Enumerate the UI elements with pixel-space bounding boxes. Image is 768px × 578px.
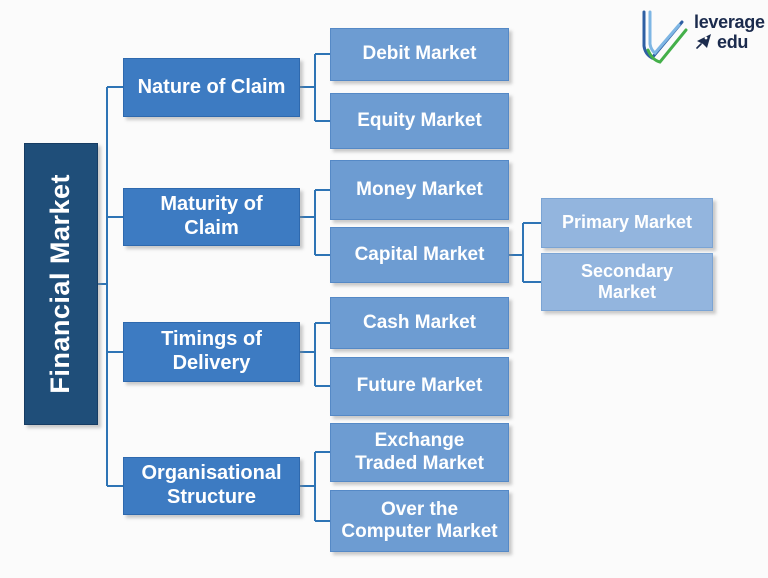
logo-book-icon <box>642 10 688 64</box>
node-exchange-traded-market: Exchange Traded Market <box>330 423 509 482</box>
logo-wordmark-edu: edu <box>717 32 749 52</box>
node-label: Money Market <box>356 178 483 200</box>
node-nature-of-claim: Nature of Claim <box>123 58 300 117</box>
node-equity-market: Equity Market <box>330 93 509 149</box>
node-over-the-computer-market: Over the Computer Market <box>330 490 509 552</box>
node-label: Nature of Claim <box>137 75 286 98</box>
node-label: Exchange Traded Market <box>355 430 484 474</box>
node-future-market: Future Market <box>330 357 509 416</box>
logo-text: leverage edu <box>694 8 765 52</box>
node-label: Organisational Structure <box>141 462 282 508</box>
rocket-icon <box>696 34 711 49</box>
node-organisational-structure: Organisational Structure <box>123 457 300 515</box>
node-label: Debit Market <box>362 43 477 65</box>
node-money-market: Money Market <box>330 160 509 220</box>
node-secondary-market: Secondary Market <box>541 253 713 311</box>
node-label: Cash Market <box>363 311 476 333</box>
node-cash-market: Cash Market <box>330 297 509 349</box>
node-label: Future Market <box>356 375 483 397</box>
node-primary-market: Primary Market <box>541 198 713 248</box>
node-label: Capital Market <box>354 243 485 265</box>
node-financial-market: Financial Market <box>24 143 98 425</box>
node-maturity-of-claim: Maturity of Claim <box>123 188 300 246</box>
node-timings-of-delivery: Timings of Delivery <box>123 322 300 382</box>
logo-wordmark-leverage: leverage <box>694 12 765 32</box>
node-label: Over the Computer Market <box>341 498 498 542</box>
node-label: Equity Market <box>357 109 482 131</box>
node-label: Financial Market <box>45 174 76 394</box>
leverage-edu-logo: leverage edu <box>636 8 765 72</box>
node-capital-market: Capital Market <box>330 227 509 283</box>
node-label: Primary Market <box>561 212 693 233</box>
node-label: Maturity of Claim <box>160 193 263 239</box>
node-debit-market: Debit Market <box>330 28 509 81</box>
node-label: Timings of Delivery <box>161 328 262 374</box>
node-label: Secondary Market <box>580 260 674 302</box>
